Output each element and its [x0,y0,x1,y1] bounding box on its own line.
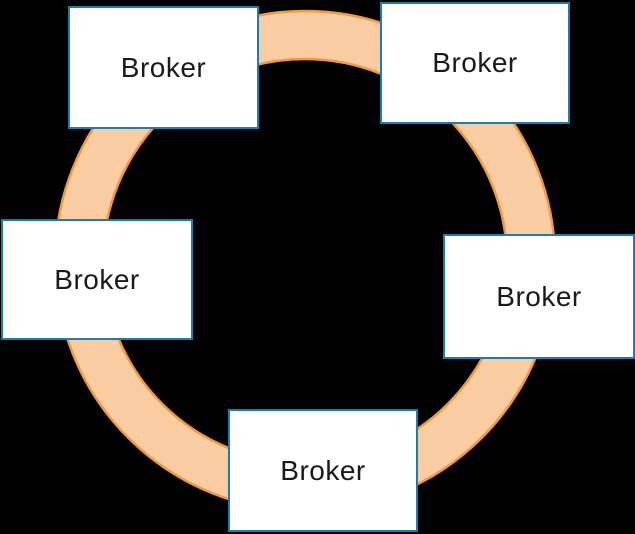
broker-node-label: Broker [54,263,140,295]
broker-node-label: Broker [120,51,207,83]
broker-node-left: Broker [1,219,193,340]
broker-node-top-left: Broker [68,6,259,129]
broker-node-label: Broker [496,280,582,312]
broker-node-label: Broker [432,47,518,79]
broker-node-right: Broker [443,234,635,359]
broker-node-bottom: Broker [228,409,418,532]
broker-node-label: Broker [280,454,366,486]
broker-node-top-right: Broker [380,2,570,124]
